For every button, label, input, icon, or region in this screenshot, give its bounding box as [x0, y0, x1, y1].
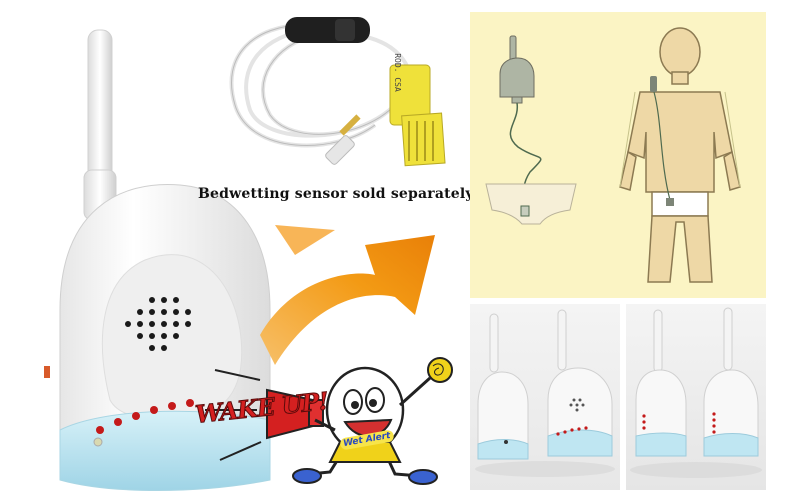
unit-side-view-2: [703, 307, 759, 457]
wetness-sensor-pad: [389, 64, 446, 167]
diagram-underwear-icon: [485, 183, 577, 225]
unit-base: [59, 410, 271, 491]
speaker-grille: [125, 297, 191, 351]
wet-alert-mascot: [205, 357, 453, 485]
usage-diagram: [485, 27, 741, 283]
usage-diagram-panel: [470, 12, 766, 298]
unit-front-view: [547, 309, 613, 457]
product-photo-right: [626, 304, 766, 490]
sensor-cable-photo: [229, 17, 446, 167]
indicator-leds: [96, 399, 194, 434]
sensor-clip-label: ROD. CSA: [392, 53, 402, 92]
alarm-unit-main: [44, 29, 271, 491]
caption-text: Bedwetting sensor sold separately: [198, 186, 474, 202]
diagram-person: [619, 27, 741, 283]
orange-arrow: [260, 225, 435, 365]
unit-back-view: [477, 313, 529, 460]
unit-side-view-1: [635, 309, 687, 457]
diagram-unit-icon: [499, 57, 535, 98]
sensor-clip: [285, 17, 370, 43]
product-photo-left: [470, 304, 620, 490]
audio-plug: [325, 135, 355, 165]
